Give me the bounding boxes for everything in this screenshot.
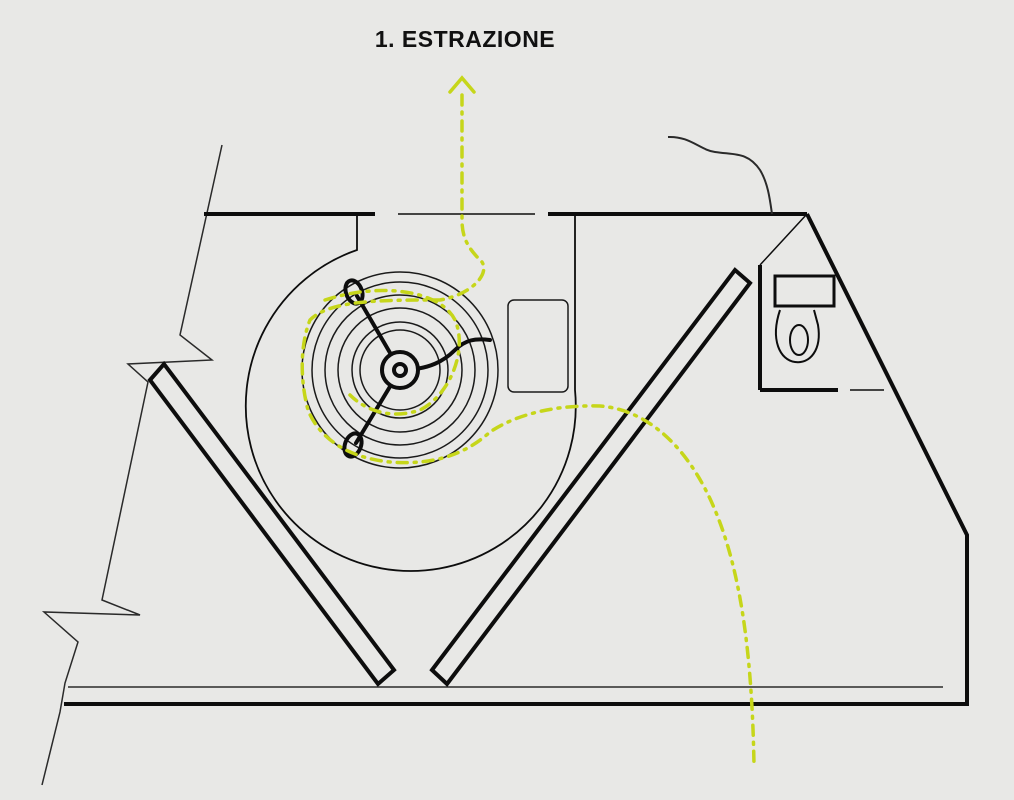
airflow-inner-swirl [323, 288, 461, 416]
wall-break-line [41, 144, 223, 786]
housing-outline [64, 213, 969, 706]
filter-panel-right [429, 267, 753, 687]
power-cable [667, 135, 773, 215]
airflow-paths [300, 75, 756, 767]
airflow-exhaust-path [300, 93, 756, 767]
control-box [507, 299, 569, 393]
filter-panel-left [147, 360, 397, 687]
diagram-title: 1. ESTRAZIONE [374, 26, 556, 52]
fan-hub [342, 278, 492, 459]
fan-impeller-rings [301, 271, 499, 469]
drain-compartment [758, 213, 884, 392]
fan-scroll-housing [244, 214, 577, 572]
airflow-exit-arrow [448, 75, 476, 94]
